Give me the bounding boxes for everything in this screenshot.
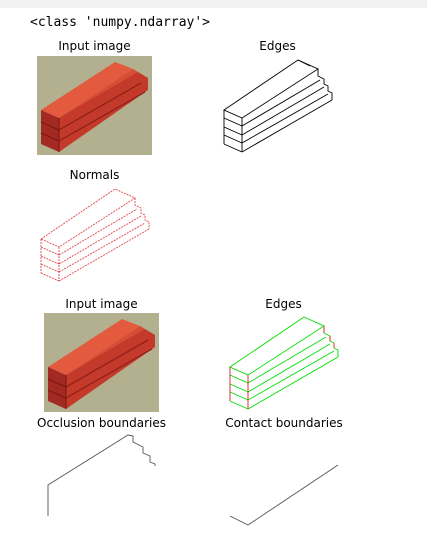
figure2-input-title: Input image [65,297,138,311]
figure2-occlusion-title: Occlusion boundaries [37,416,166,430]
figure2-input-image [44,313,159,412]
figure1-normals-title: Normals [69,168,120,182]
figure2-edges-title: Edges [265,297,302,311]
figure1-input-title: Input image [58,39,131,53]
figure2-occlusion-image [44,432,159,531]
figure2-contact-title: Contact boundaries [225,416,343,430]
figure1-edges-image [220,56,335,155]
figure1-normals-image [37,185,152,284]
cell-top-strip [0,0,427,8]
output-repr-text: <class 'numpy.ndarray'> [30,15,211,30]
figure2-contact-image [226,432,341,531]
figure1-edges-title: Edges [259,39,296,53]
figure2-edges-image [226,313,341,412]
figure1-input-image [37,56,152,155]
